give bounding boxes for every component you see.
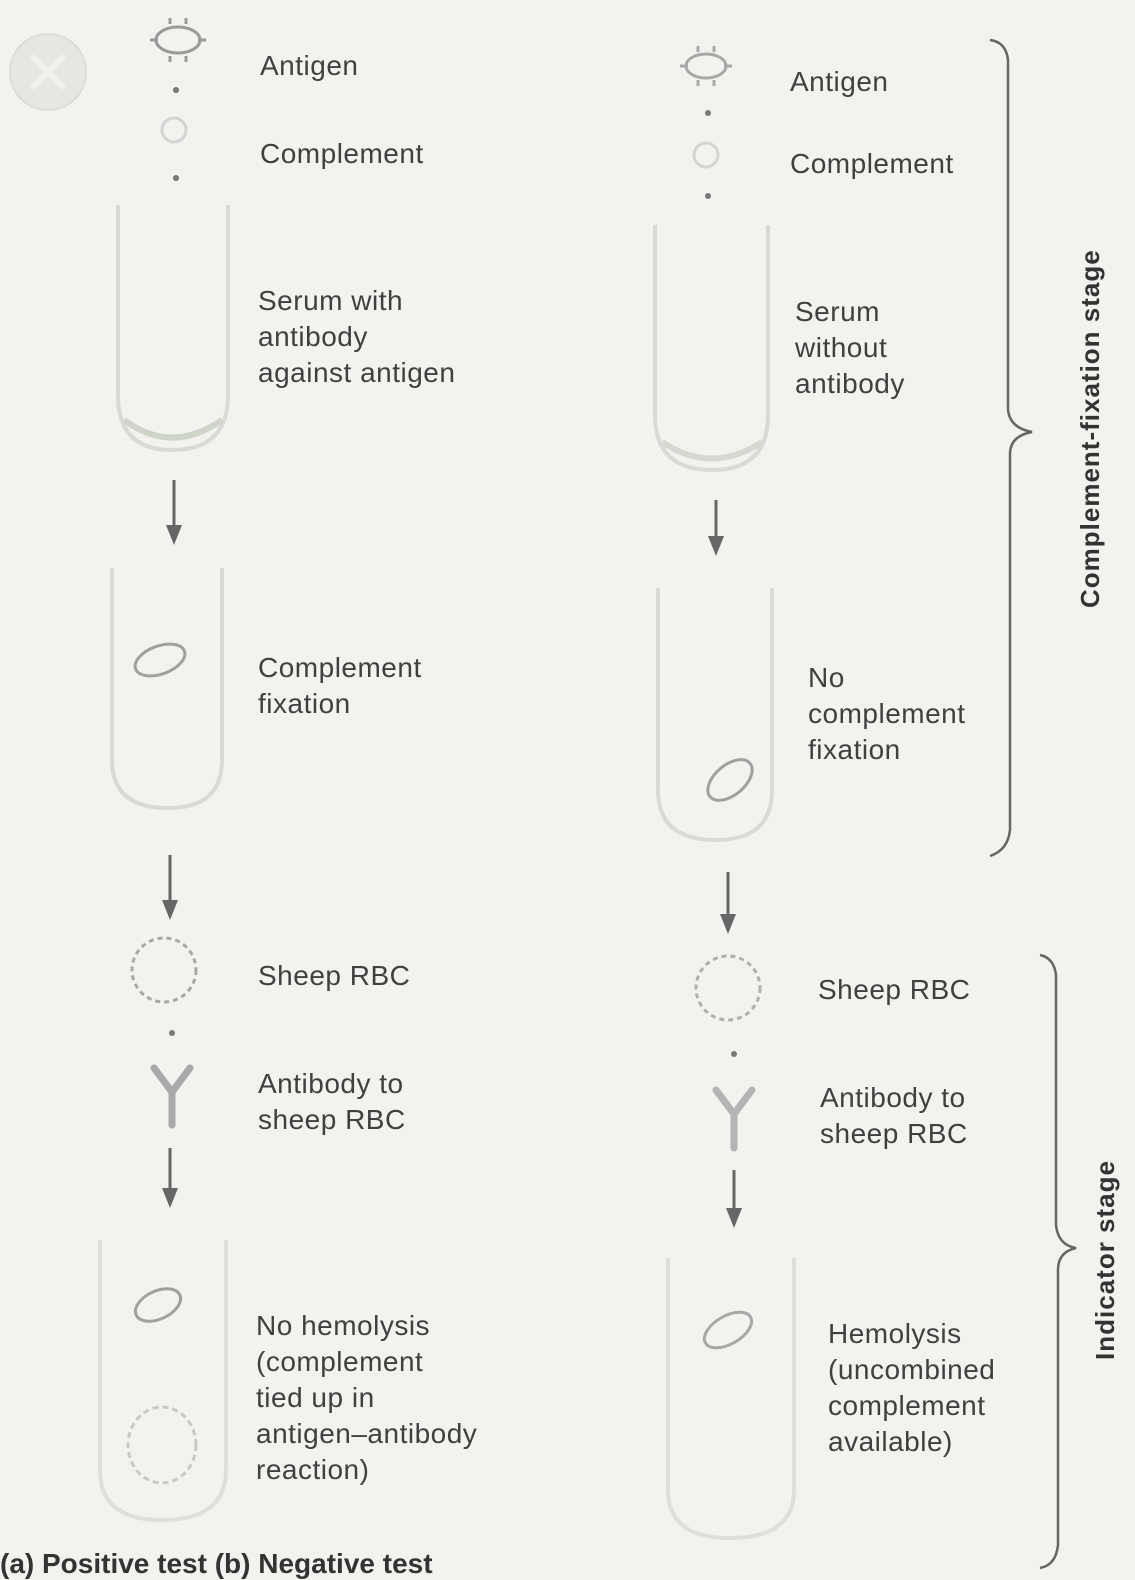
complement-icon-left — [160, 116, 188, 144]
plus-dot — [705, 110, 711, 116]
plus-dot — [173, 87, 179, 93]
label-fixation-left: Complement fixation — [258, 652, 422, 719]
test-tube-result-right — [666, 1258, 796, 1541]
label-antibody-left: Antibody to sheep RBC — [258, 1068, 406, 1135]
test-tube-fixation-right — [656, 588, 774, 843]
label-antigen-left: Antigen — [260, 50, 359, 81]
arrow-down-icon — [708, 500, 724, 556]
bracket-indicator-stage — [1039, 953, 1077, 1570]
test-tube-result-left — [98, 1240, 228, 1523]
stage-label-fixation: Complement-fixation stage — [1075, 249, 1105, 608]
arrow-down-icon — [726, 1170, 742, 1228]
label-serum-right: Serum without antibody — [795, 296, 905, 399]
plus-dot — [731, 1051, 737, 1057]
test-tube-fixation-left — [110, 568, 224, 811]
arrow-down-icon — [162, 855, 178, 920]
test-tube-serum-right — [653, 225, 770, 473]
bracket-fixation-stage — [989, 38, 1033, 858]
complement-icon-right — [692, 141, 720, 169]
badge-icon — [9, 33, 87, 111]
label-result-left: No hemolysis (complement tied up in anti… — [256, 1310, 478, 1485]
label-fixation-right: No complement fixation — [808, 662, 966, 765]
label-complement-right: Complement — [790, 148, 954, 179]
arrow-down-icon — [162, 1148, 178, 1208]
label-antibody-right: Antibody to sheep RBC — [820, 1082, 968, 1149]
plus-dot — [169, 1030, 175, 1036]
label-serum-left: Serum with antibody against antigen — [258, 285, 456, 388]
plus-dot — [705, 193, 711, 199]
antigen-icon-left — [150, 18, 206, 62]
figure-caption: (a) Positive test (b) Negative test — [0, 1548, 433, 1579]
label-complement-left: Complement — [260, 138, 424, 169]
test-tube-serum-left — [116, 205, 230, 453]
plus-dot — [173, 175, 179, 181]
antigen-icon-right — [680, 46, 732, 86]
arrow-down-icon — [166, 480, 182, 545]
label-sheep-rbc-right: Sheep RBC — [818, 974, 971, 1005]
label-result-right: Hemolysis (uncombined complement availab… — [828, 1318, 996, 1457]
label-sheep-rbc-left: Sheep RBC — [258, 960, 411, 991]
stage-label-indicator: Indicator stage — [1090, 1160, 1120, 1360]
arrow-down-icon — [720, 872, 736, 934]
sheep-rbc-icon-left — [130, 936, 198, 1004]
antibody-y-icon-right — [712, 1086, 756, 1152]
antibody-y-icon-left — [150, 1064, 194, 1129]
sheep-rbc-icon-right — [694, 954, 762, 1022]
label-antigen-right: Antigen — [790, 66, 889, 97]
